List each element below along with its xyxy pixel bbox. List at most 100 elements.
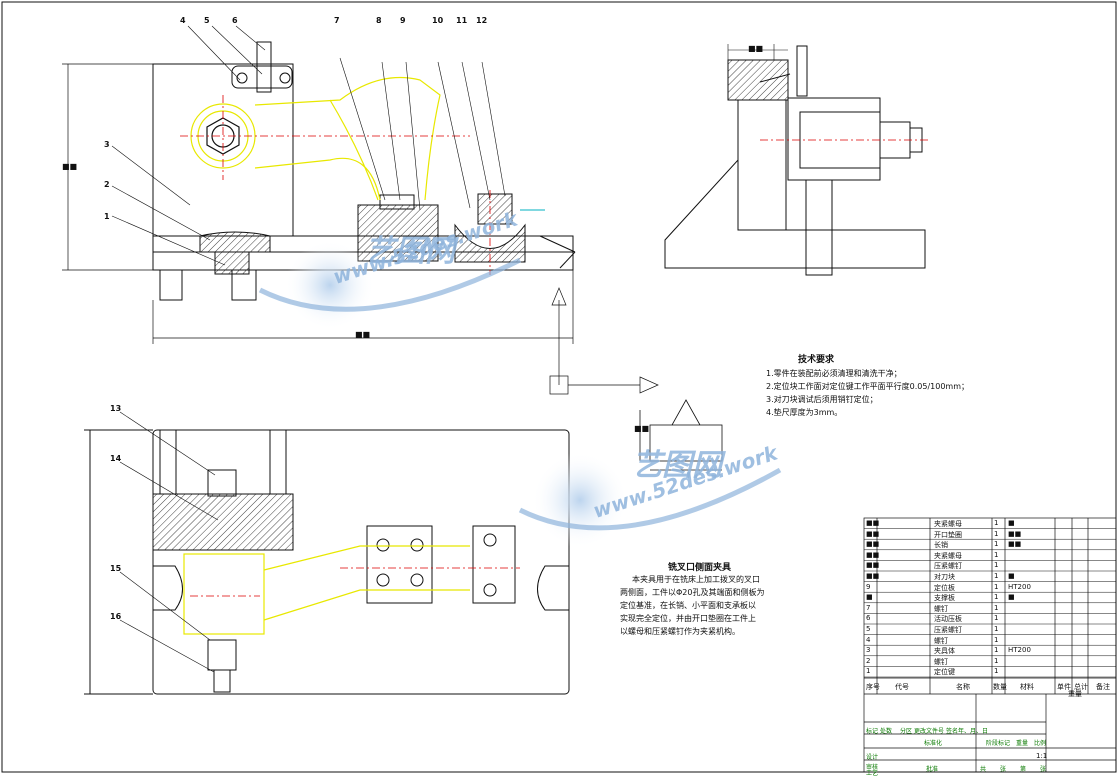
bom-cell: 1 [994,635,999,644]
bom-cell: 开口垫圈 [934,530,962,539]
bom-cell: ■■ [866,519,880,527]
balloon-left-1: 1 [104,212,110,221]
description-line: 两侧面，工件以Φ20孔及其端面和侧板为 [620,588,765,597]
bom-header-cell: 单件 [1057,683,1071,691]
bom-cell: 夹具体 [934,647,955,656]
tech-requirement-line: 2.定位块工作面对定位键工作平面平行度0.05/100mm； [766,382,969,391]
title-block-label: 批准 [926,766,939,773]
bom-cell: 1 [994,614,999,623]
bom-cell: 定位键 [934,668,955,677]
plan-leaders [119,411,219,673]
bom-header-cell: 总计 [1074,683,1088,691]
title-block-label: 审核 [866,764,879,771]
balloon-16: 16 [110,612,122,621]
balloon-left-3: 3 [104,140,110,149]
bom-cell: HT200 [1008,646,1031,655]
balloon-7: 7 [334,16,340,25]
bom-cell: 1 [994,519,999,527]
bom-cell: 活动压板 [934,615,962,624]
title-block-label: 年、月、日 [958,728,989,735]
plan-view [84,429,570,695]
bom-cell: 1 [994,667,999,676]
bom-cell: 1 [994,646,999,655]
bom-row-lines [864,528,1116,678]
watermark-brand-1: 艺图网 [365,234,455,269]
bom-cell: 1 [994,656,999,665]
bom-cell: 1 [994,572,999,580]
bom-cell: ■■ [1008,529,1022,538]
bom-cell: ■ [1008,593,1015,602]
bom-cell: 螺钉 [934,604,948,613]
bom-cell: ■ [1008,519,1015,527]
bom-cell: 支撑板 [934,594,955,603]
side-view [664,45,926,276]
bom-cell: ■■ [866,540,880,549]
title-block-sheet-label: 张 [1040,766,1047,773]
side-dimensions [727,44,788,60]
title-block-label: 比例 [1034,740,1047,747]
balloon-4: 4 [180,16,186,25]
bom-header-cell: 代号 [895,683,909,691]
centerlines-front [180,95,491,275]
title-block-label: 标记 [866,728,879,735]
bom-cell: ■■ [1008,540,1022,549]
bom-cell: 长销 [934,541,948,550]
bom-header-cell: 备注 [1096,683,1110,691]
bom-cell: ■■ [866,561,880,570]
bom-cell: ■■ [866,550,880,559]
bom-cell: 压紧螺钉 [934,626,962,634]
tech-requirements-title: 技术要求 [798,355,835,365]
bom-cell: 压紧螺钉 [934,562,962,571]
tech-requirement-line: 1.零件在装配前必须清理和清洗干净； [766,369,902,378]
title-block-sheet-label: 共 [980,766,987,773]
balloon-13: 13 [110,404,122,413]
dimension-value: ■■ [355,330,371,339]
section-sketch [639,399,723,471]
fixture-title: 铣叉口侧面夹具 [668,563,732,573]
watermark-swoosh-1 [258,257,522,312]
bom-cell: 螺钉 [934,636,948,645]
bom-cell: 2 [866,656,871,665]
balloon-6: 6 [232,16,238,25]
balloon-12: 12 [476,16,488,25]
dimension-value: ■■ [748,44,764,53]
front-dimensions [62,63,659,395]
bom-cell: 1 [994,561,999,570]
title-block-label: 标准化 [924,740,943,747]
bom-cell: 1 [994,550,999,559]
bom-cell: 夹紧螺母 [934,551,962,560]
title-block-label: 阶段标记 [986,740,1011,747]
balloon-11: 11 [456,16,468,25]
description-line: 实现完全定位，并由开口垫圈在工件上 [620,614,756,623]
workpiece-plan [183,545,470,635]
title-block-label: 更改文件号 [914,728,945,735]
bom-cell: 螺钉 [934,657,948,666]
balloon-8: 8 [376,16,382,25]
bom-cell: 9 [866,582,871,591]
dimension-value: ■■ [62,162,78,171]
bom-cell: ■ [866,593,873,602]
bom-header-cell: 名称 [956,683,970,691]
watermark-swoosh-2 [518,467,782,531]
bom-cell: 4 [866,635,871,644]
bom-header-cell: 材料 [1020,683,1034,691]
bom-cell: ■■ [866,529,880,538]
bom-cell: 定位板 [934,583,955,592]
balloon-14: 14 [110,454,122,463]
bom-cell: 1 [994,529,999,538]
tech-requirement-line: 3.对刀块调试后须用销钉定位； [766,395,878,404]
watermark-brand-2: 艺图网 [632,448,722,483]
bom-cell: 1 [994,582,999,591]
title-block-label: 重量 [1016,740,1029,747]
description-line: 以螺母和压紧螺钉作为夹紧机构。 [620,627,740,636]
bom-cell: 1 [866,667,871,676]
title-block-label: 工艺 [866,770,879,777]
bom-cell: 5 [866,625,871,633]
scale-value: 1:1 [1036,752,1048,760]
description-line: 本夹具用于在铣床上加工拨叉的叉口 [632,575,760,584]
bom-cell: 1 [994,625,999,633]
bom-cell: 对刀块 [934,573,955,581]
balloon-5: 5 [204,16,210,25]
